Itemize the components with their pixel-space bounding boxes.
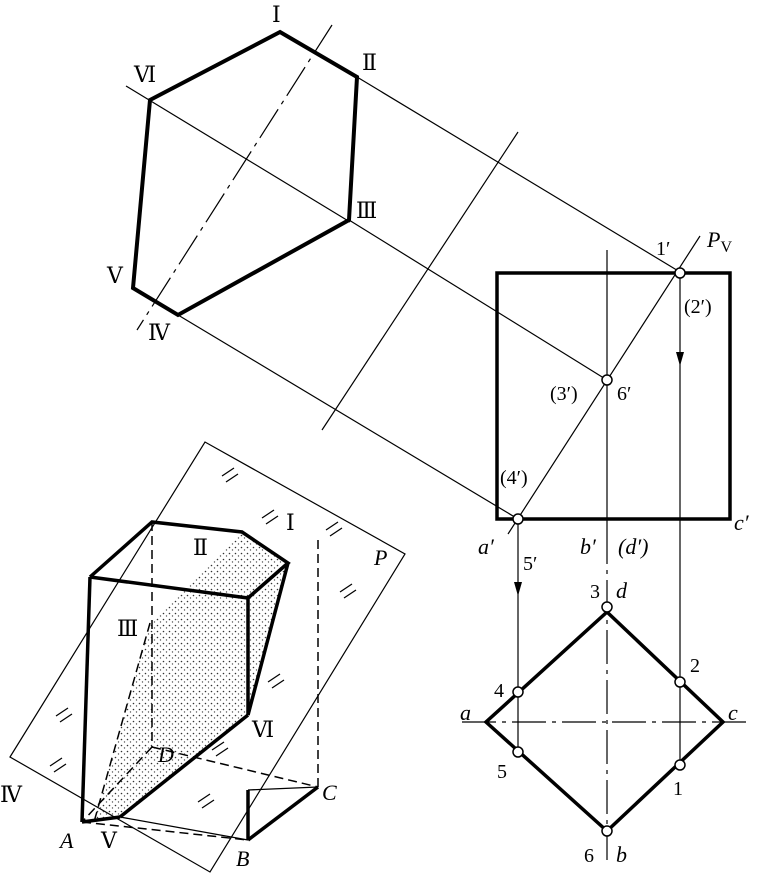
plane-hatch-marks — [49, 467, 357, 809]
hidden-edge-da — [81, 746, 153, 823]
point-a-prime — [512, 513, 524, 525]
label-1-prime: 1′ — [656, 238, 670, 260]
top-view-group: 3 d 2 c 4 a 5 1 6 b — [460, 578, 748, 867]
pictorial-label-a: A — [58, 828, 74, 853]
pictorial-label-roman-1: Ⅰ — [286, 510, 295, 535]
point-4 — [512, 686, 524, 698]
point-5 — [512, 746, 524, 758]
label-1: 1 — [673, 778, 683, 800]
projection-ray-4 — [177, 314, 519, 520]
section-face-shaded — [94, 532, 288, 822]
cutting-plane-p — [9, 441, 406, 873]
point-2 — [674, 676, 686, 688]
label-roman-1: Ⅰ — [272, 2, 281, 27]
label-d-prime: (d′) — [618, 534, 648, 559]
label-b-prime: b′ — [580, 534, 597, 559]
label-5: 5 — [497, 761, 507, 783]
auxiliary-axis-line — [125, 85, 351, 223]
auxiliary-reference-line — [321, 131, 519, 431]
visible-edge-left-vertical — [80, 576, 92, 823]
point-3 — [601, 601, 613, 613]
label-2-prime: (2′) — [684, 296, 712, 318]
label-plane-sub-v: V — [720, 239, 732, 256]
pictorial-label-roman-2: Ⅱ — [193, 535, 208, 560]
label-a-prime: a′ — [478, 534, 495, 559]
arrow-down-left — [514, 582, 522, 596]
pictorial-label-roman-4: Ⅳ — [0, 782, 23, 807]
label-plane-pv: PV — [706, 227, 732, 256]
label-c: c — [728, 700, 738, 725]
cutting-plane-trace-pv — [507, 235, 701, 535]
plane-section-link — [247, 786, 319, 791]
pictorial-group: Ⅰ Ⅱ Ⅲ Ⅴ Ⅵ Ⅳ A B C D P — [0, 441, 406, 873]
projection-ray-2 — [356, 76, 681, 273]
pictorial-label-roman-5: Ⅴ — [100, 828, 118, 853]
label-a: a — [460, 700, 471, 725]
visible-section-right — [246, 562, 290, 716]
visible-section-bottom — [118, 713, 250, 819]
label-6: 6 — [584, 845, 594, 867]
label-3: 3 — [590, 581, 600, 603]
label-d: d — [616, 578, 628, 603]
hidden-edge-dc — [151, 746, 319, 788]
projection-ray-3 — [348, 219, 608, 381]
label-b: b — [616, 842, 627, 867]
symmetry-center-line — [136, 24, 333, 331]
point-6-prime — [601, 374, 613, 386]
point-6 — [601, 825, 613, 837]
label-roman-6: Ⅵ — [133, 62, 156, 87]
pictorial-label-d: D — [157, 742, 174, 767]
label-4: 4 — [494, 680, 504, 702]
true-shape-group: Ⅰ Ⅱ Ⅲ Ⅳ Ⅴ Ⅵ — [106, 2, 681, 520]
label-5-prime: 5′ — [523, 553, 537, 575]
pictorial-label-b: B — [236, 846, 249, 871]
label-4-prime: (4′) — [500, 467, 528, 489]
front-view-group: PV 1′ (2′) (3′) 6′ (4′) a′ 5′ b′ (d′) c′ — [478, 227, 750, 860]
pictorial-label-plane-p: P — [373, 545, 387, 570]
label-c-prime: c′ — [734, 510, 750, 535]
pictorial-label-roman-3: Ⅲ — [117, 616, 138, 641]
visible-edge-vb — [119, 816, 249, 841]
visible-top-face — [88, 520, 291, 600]
label-plane-p: P — [706, 227, 720, 252]
visible-edge-av — [81, 815, 121, 824]
pictorial-label-roman-6: Ⅵ — [251, 717, 274, 742]
label-3-prime: (3′) — [550, 383, 578, 405]
label-6-prime: 6′ — [617, 383, 631, 405]
point-1-prime — [674, 267, 686, 279]
point-1 — [674, 759, 686, 771]
pictorial-label-c: C — [322, 780, 337, 805]
front-view-outline — [495, 271, 732, 521]
label-2: 2 — [690, 655, 700, 677]
label-roman-2: Ⅱ — [362, 50, 377, 75]
hidden-section-edge — [93, 622, 151, 823]
label-roman-3: Ⅲ — [356, 198, 377, 223]
label-roman-4: Ⅳ — [148, 320, 171, 345]
true-shape-hexagon — [130, 29, 360, 318]
arrow-down-right — [676, 352, 684, 366]
visible-edge-bc — [246, 785, 320, 842]
label-roman-5: Ⅴ — [106, 263, 124, 288]
